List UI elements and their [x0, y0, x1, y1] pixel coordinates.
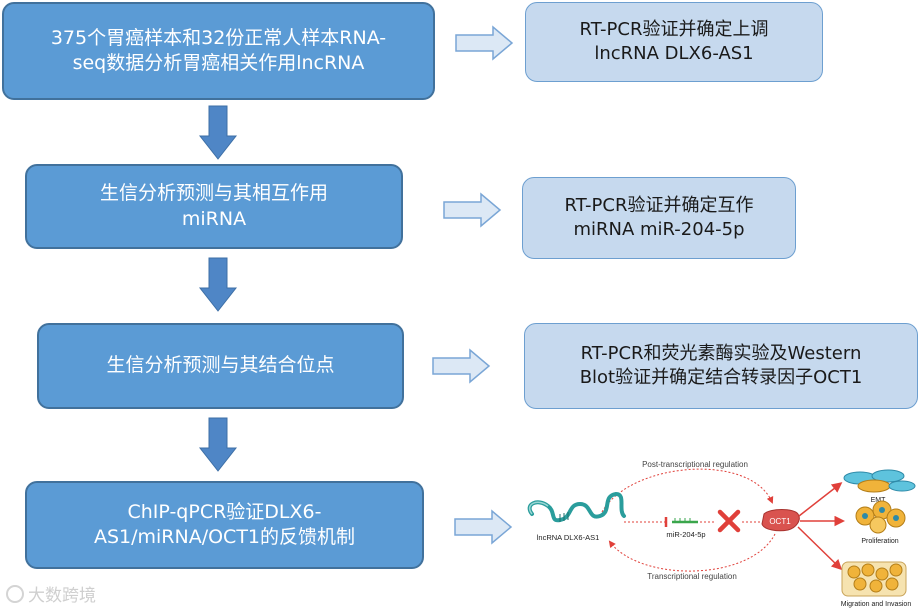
step-4-line1: ChIP-qPCR验证DLX6-: [127, 500, 322, 523]
result-2-line2: miRNA miR-204-5p: [573, 219, 745, 240]
right-arrow-2: [443, 192, 502, 228]
result-1-line1: RT-PCR验证并确定上调: [579, 18, 769, 40]
result-3-box: RT-PCR和荧光素酶实验及Western Blot验证并确定结合转录因子OCT…: [524, 323, 918, 409]
mirna-icon: [672, 518, 698, 524]
step-3-line1: 生信分析预测与其结合位点: [106, 354, 335, 377]
result-1-line2: lncRNA DLX6-AS1: [594, 43, 754, 64]
lncrna-icon: [527, 491, 626, 523]
down-arrow-1: [198, 105, 238, 160]
transcriptional-arc: [608, 533, 776, 572]
step-4-box: ChIP-qPCR验证DLX6- AS1/miRNA/OCT1的反馈机制: [25, 481, 424, 569]
post-transcriptional-arc: [601, 468, 774, 513]
proliferation-label: Proliferation: [861, 538, 898, 545]
right-arrow-3: [432, 348, 491, 384]
step-4-line2: AS1/miRNA/OCT1的反馈机制: [93, 526, 356, 548]
watermark: 大数跨境: [6, 581, 96, 606]
result-3-line2: Blot验证并确定结合转录因子OCT1: [579, 367, 863, 388]
transcriptional-label: Transcriptional regulation: [647, 572, 737, 581]
result-2-line1: RT-PCR验证并确定互作: [564, 194, 754, 216]
mechanism-diagram: Post-transcriptional regulation Transcri…: [527, 460, 916, 608]
lncrna-label: lncRNA DLX6-AS1: [537, 533, 600, 542]
step-3-box: 生信分析预测与其结合位点: [37, 323, 404, 409]
migration-label: Migration and Invasion: [841, 601, 912, 608]
post-transcriptional-label: Post-transcriptional regulation: [642, 460, 748, 469]
mirna-label: miR-204-5p: [666, 530, 705, 539]
down-arrow-2: [198, 257, 238, 312]
watermark-logo-icon: [6, 584, 24, 603]
emt-cells-icon: [843, 469, 916, 493]
step-2-line1: 生信分析预测与其相互作用: [99, 182, 328, 205]
right-arrow-1: [455, 25, 514, 61]
migration-cells-icon: [841, 561, 907, 597]
watermark-text: 大数跨境: [28, 586, 96, 606]
step-2-line2: miRNA: [181, 207, 247, 230]
result-2-box: RT-PCR验证并确定互作 miRNA miR-204-5p: [522, 177, 796, 259]
step-1-box: 375个胃癌样本和32份正常人样本RNA- seq数据分析胃癌相关作用lncRN…: [2, 2, 435, 100]
down-arrow-3: [198, 417, 238, 472]
block-x-icon: [717, 509, 741, 533]
emt-label: EMT: [871, 497, 887, 504]
right-arrow-4: [454, 509, 513, 545]
result-1-box: RT-PCR验证并确定上调 lncRNA DLX6-AS1: [525, 2, 823, 82]
step-1-line2: seq数据分析胃癌相关作用lncRNA: [72, 52, 365, 74]
step-2-box: 生信分析预测与其相互作用 miRNA: [25, 164, 403, 249]
result-3-line1: RT-PCR和荧光素酶实验及Western: [580, 342, 862, 364]
oct1-icon: [761, 509, 800, 532]
oct1-label: OCT1: [769, 517, 791, 526]
proliferation-cells-icon: [855, 500, 906, 534]
step-1-line1: 375个胃癌样本和32份正常人样本RNA-: [50, 26, 387, 49]
